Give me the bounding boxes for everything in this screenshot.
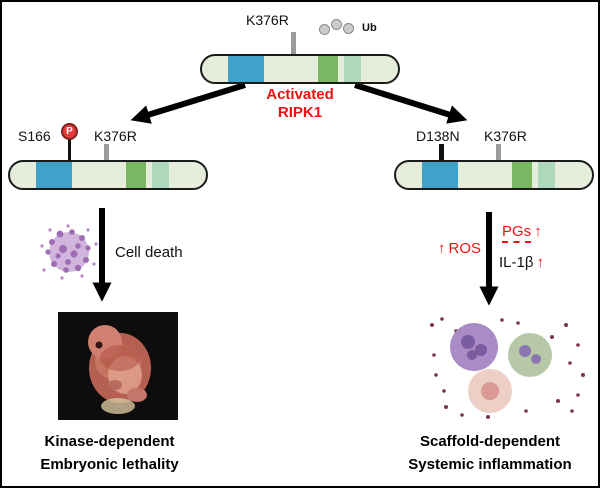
up-arrow-icon: ↑ bbox=[536, 254, 544, 271]
protein-title-line2: RIPK1 bbox=[277, 104, 323, 121]
left-mutation-label: K376R bbox=[94, 128, 137, 144]
right-protein-bar bbox=[394, 160, 594, 190]
ubiquitin-icon bbox=[319, 24, 330, 35]
rhim-domain-segment bbox=[318, 56, 338, 82]
phospho-icon: P bbox=[61, 123, 78, 140]
top-mutation-label: K376R bbox=[246, 12, 289, 28]
protein-title-line1: Activated bbox=[266, 86, 334, 103]
right-mutation1-tick bbox=[439, 144, 444, 160]
right-outcome-line2: Systemic inflammation bbox=[408, 456, 572, 473]
left-outcome-line1: Kinase-dependent bbox=[44, 433, 175, 450]
cell-death-label: Cell death bbox=[115, 244, 183, 261]
rhim-domain-segment bbox=[512, 162, 532, 188]
embryo-image bbox=[58, 312, 178, 420]
top-mutation-tick bbox=[291, 32, 296, 54]
inflammatory-cells-icon bbox=[430, 317, 585, 419]
right-mutation2-tick bbox=[496, 144, 501, 160]
right-mutation1-label: D138N bbox=[416, 128, 460, 144]
ubiquitin-icon bbox=[331, 19, 342, 30]
ros-text: ROS bbox=[448, 240, 482, 257]
kinase-domain-segment bbox=[36, 162, 72, 188]
dying-cell-icon bbox=[40, 224, 98, 280]
il1b-label: IL-1β ↑ bbox=[499, 254, 547, 271]
death-domain-segment bbox=[344, 56, 361, 82]
ros-label: ↑ ROS bbox=[435, 240, 481, 257]
right-outcome-line1: Scaffold-dependent bbox=[419, 433, 560, 450]
top-protein-bar bbox=[200, 54, 400, 84]
left-outcome-text: Kinase-dependent Embryonic lethality bbox=[2, 430, 217, 476]
rhim-domain-segment bbox=[126, 162, 146, 188]
ubiquitin-icon bbox=[343, 23, 354, 34]
death-domain-segment bbox=[538, 162, 555, 188]
up-arrow-icon: ↑ bbox=[438, 240, 446, 257]
phospho-stick bbox=[68, 139, 71, 160]
il1b-text: IL-1β bbox=[499, 254, 534, 271]
kinase-domain-segment bbox=[422, 162, 458, 188]
kinase-domain-segment bbox=[228, 56, 264, 82]
left-outcome-line2: Embryonic lethality bbox=[40, 456, 179, 473]
left-mutation-tick bbox=[104, 144, 109, 160]
right-outcome-text: Scaffold-dependent Systemic inflammation bbox=[384, 430, 596, 476]
pgs-text: PGs bbox=[502, 223, 532, 243]
protein-title: Activated RIPK1 bbox=[227, 86, 373, 122]
death-domain-segment bbox=[152, 162, 169, 188]
right-mutation2-label: K376R bbox=[484, 128, 527, 144]
left-phospho-site-label: S166 bbox=[18, 128, 51, 144]
up-arrow-icon: ↑ bbox=[534, 223, 542, 240]
ubiquitin-label: Ub bbox=[362, 22, 377, 34]
left-protein-bar bbox=[8, 160, 208, 190]
pgs-label: PGs ↑ bbox=[502, 223, 545, 243]
